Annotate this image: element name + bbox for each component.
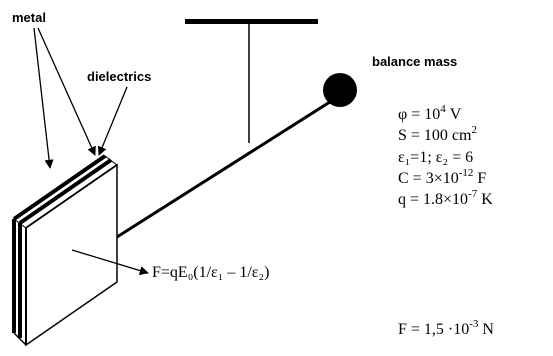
arrow-force — [71, 249, 149, 275]
label-balance-mass: balance mass — [372, 54, 457, 69]
label-dielectrics: dielectrics — [87, 69, 151, 84]
param-phi: φ = 104 V — [398, 103, 462, 123]
balance-mass-ball — [323, 73, 357, 107]
label-metal: metal — [12, 10, 46, 25]
arrow-metal-2 — [37, 27, 96, 156]
metal-plate-top-1 — [12, 154, 107, 221]
param-capacitance: C = 3×10-12 F — [398, 167, 486, 187]
param-charge: q = 1.8×10-7 K — [398, 188, 493, 208]
arrow-dielectrics — [97, 86, 128, 156]
param-force-result: F = 1,5 ·10-3 N — [398, 318, 494, 338]
force-formula: F=qE₀(1/ε₁ – 1/ε₂) — [152, 264, 269, 281]
param-epsilon: ε₁=1; ε₂ = 6 — [398, 149, 473, 166]
metal-plate-top-2 — [18, 158, 113, 225]
capacitor-bottom-edge — [13, 332, 27, 346]
suspension-bar — [185, 19, 318, 24]
param-area: S = 100 cm2 — [398, 124, 477, 144]
balance-rod — [116, 91, 345, 239]
arrow-metal-1 — [33, 27, 54, 169]
